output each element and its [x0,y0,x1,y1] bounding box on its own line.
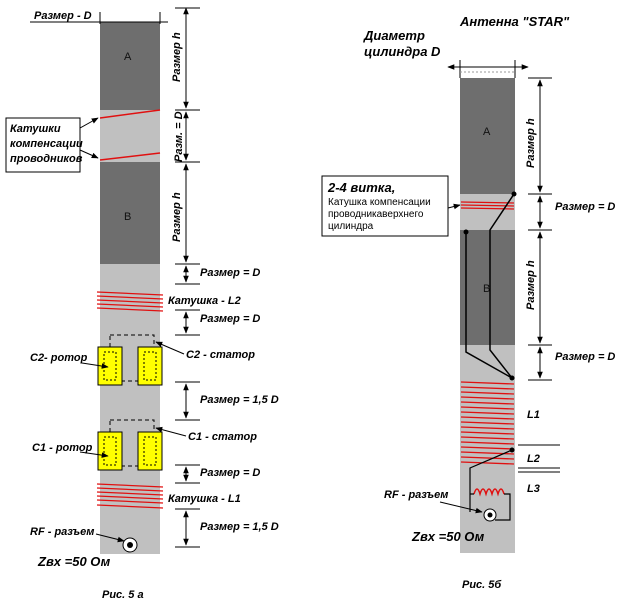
l2-tap [469,449,513,512]
comp-coils-line3: проводников [10,153,83,165]
block-a-label: A [124,51,132,63]
figure-5b: Антенна "STAR" Диаметр цилиндра D A B [321,14,615,591]
zin-label-b: Zвх =50 Ом [411,529,485,544]
turns-desc-2: проводникаверхнего [328,209,424,220]
size-eq-d-2-b-label: Размер = D [555,351,615,363]
coil-l1-b [460,381,515,465]
turns-box [321,175,449,237]
size-h-top-label: Размер h [171,32,183,82]
coil-l2-label: Катушка - L2 [168,295,241,307]
coil-l1-label: Катушка - L1 [168,493,241,505]
caption-a: Рис. 5 а [102,589,144,601]
block-a-b-label: A [483,126,491,138]
size-h-b-b-label: Размер h [525,260,537,310]
block-b [100,162,160,264]
comp-coils-box [5,117,81,173]
c1-rotor [97,431,163,471]
rf-label-b: RF - разъем [384,489,448,501]
size-h-b-label: Размер h [171,192,183,242]
rf-connector-a [122,537,138,553]
size-eq-d-1-b-label: Размер = D [555,201,615,213]
rf-connector-b [483,508,497,522]
l3-label: L3 [527,483,540,495]
size-15d-2-label: Размер = 1,5 D [200,521,279,533]
c1-rotor-label: C1 - ротор [32,442,93,454]
turns-title: 2-4 витка, [327,180,395,195]
comp-coil-top [99,109,161,119]
diam-label-2: цилиндра D [364,44,441,59]
c1-stator-label: C1 - статор [188,431,257,443]
size-h-top-b-label: Размер h [525,118,537,168]
l2-label: L2 [527,453,540,465]
comp-coil-bottom [99,152,161,161]
c2-stator-label: C2 - статор [186,349,255,361]
block-b-b [460,230,515,345]
comp-coils-line1: Катушки [10,123,61,135]
size-d-label: Размер - D [34,10,92,22]
block-b-label: B [124,211,131,223]
coil-l3-b [473,488,505,497]
block-a [100,22,160,110]
figure-5a: A B [5,7,279,601]
turns-desc-1: Катушка компенсации [328,197,431,208]
size-eq-d-2-label: Размер = D [200,313,260,325]
inner-wire-left [465,232,513,379]
c2-rotor-label: C2- ротор [30,352,88,364]
rf-label-a: RF - разъем [30,526,94,538]
c2-rotor [97,346,163,386]
comp-coils-line2: компенсации [10,138,83,150]
size-eq-d-mid-label: Разм. = D [173,111,185,162]
diam-label-1: Диаметр [363,28,425,43]
inner-wire-right [489,193,515,379]
size-15d-1-label: Размер = 1,5 D [200,394,279,406]
zin-label-a: Zвх =50 Ом [37,554,111,569]
coil-l1 [96,483,164,509]
coil-l2 [96,291,164,312]
size-eq-d-1-label: Размер = D [200,267,260,279]
size-eq-d-3-label: Размер = D [200,467,260,479]
comp-coil-b [460,201,515,210]
l1-label: L1 [527,409,540,421]
turns-desc-3: цилиндра [328,221,374,232]
title-b: Антенна "STAR" [459,14,570,29]
caption-b: Рис. 5б [462,579,502,591]
block-a-b [460,78,515,194]
block-b-b-label: B [483,283,490,295]
